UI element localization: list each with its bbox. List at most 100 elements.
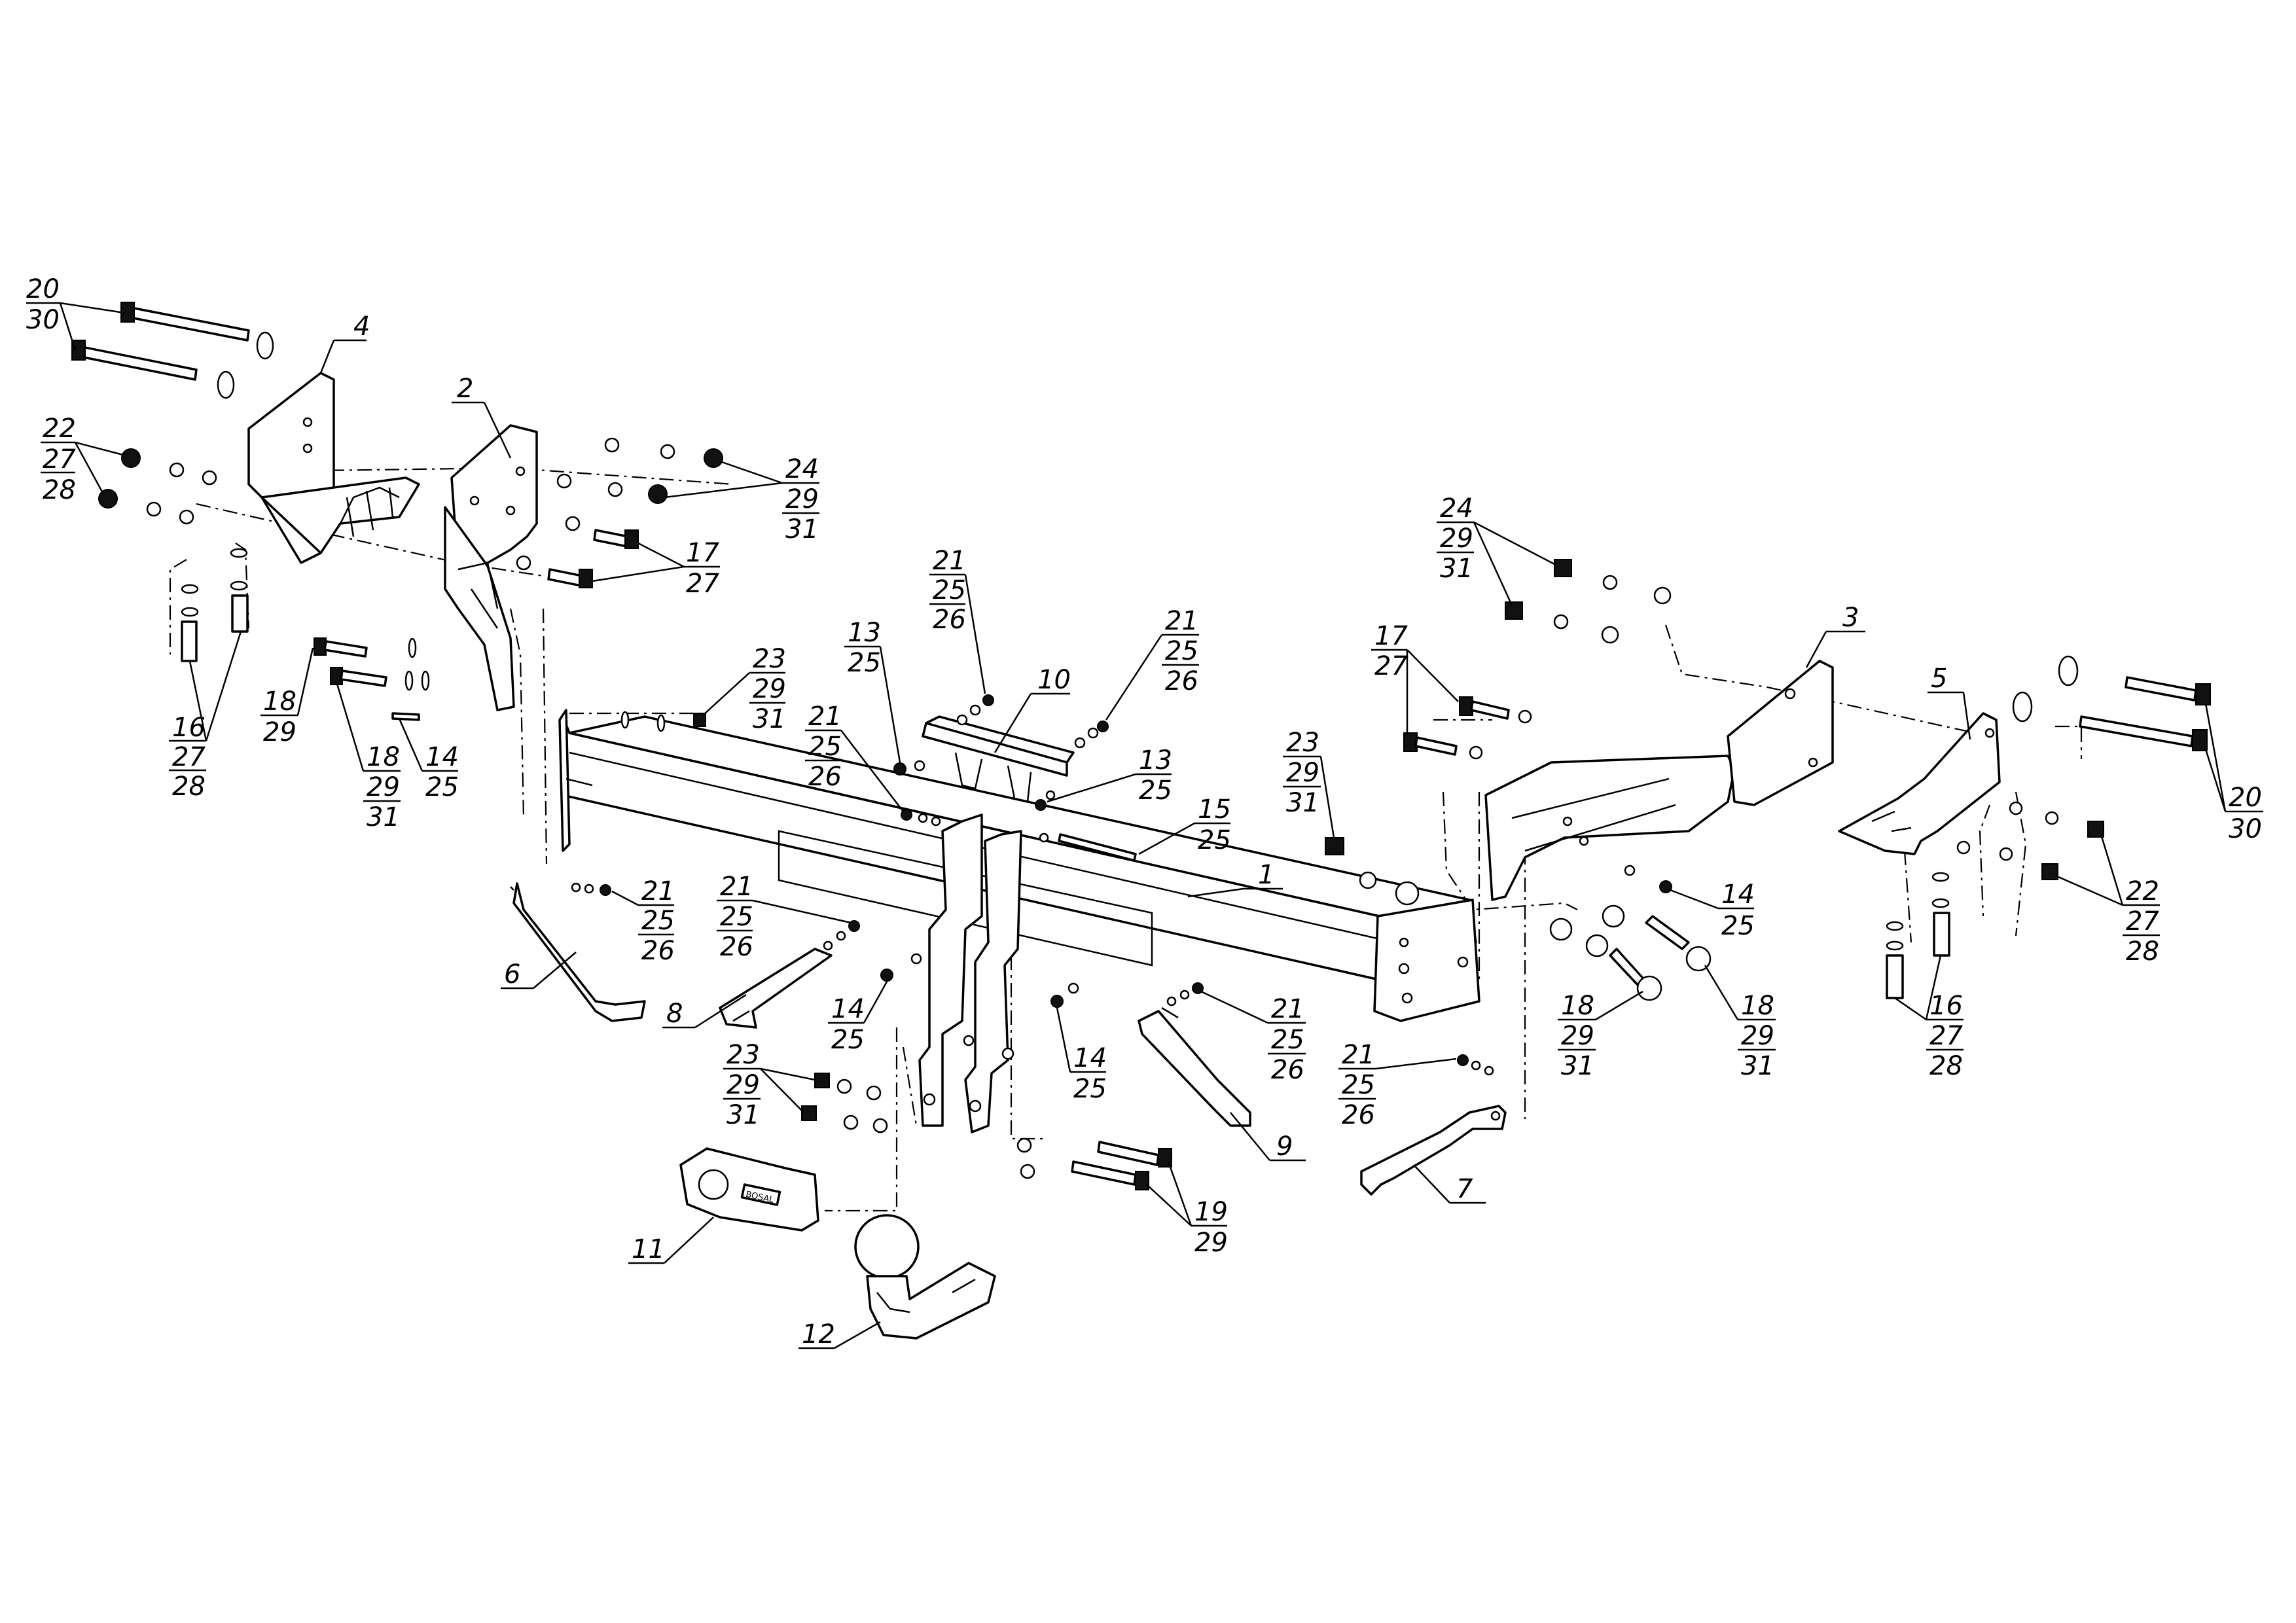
callout-label: 14 [1073,1043,1107,1073]
callout-label: 7 [1456,1174,1473,1204]
callout-label: 22 [43,414,76,444]
callout-7: 7 [1413,1164,1486,1204]
callout-label: 24 [785,454,819,484]
callout-label: 23 [726,1040,760,1070]
callout-label: 14 [1721,880,1755,910]
callout-20-30-right: 20 30 [2204,703,2263,844]
callout-label: 31 [753,704,786,734]
callout-label: 17 [1374,621,1408,651]
assembly-lines [169,467,2083,1212]
callout-label: 30 [2229,814,2262,844]
callout-24-29-31-left: 24 29 31 [664,454,819,544]
callout-label: 26 [720,932,753,962]
callout-label: 31 [785,514,819,544]
callout-label: 21 [1271,994,1304,1024]
callout-4: 4 [319,312,370,374]
callout-label: 21 [720,872,753,902]
callout-label: 25 [1198,825,1231,855]
callout-21-25-26-top: 21 25 26 [929,546,986,694]
callout-label: 31 [726,1100,760,1130]
callout-label: 27 [1374,651,1408,681]
callout-label: 18 [263,687,296,717]
callout-label: 25 [1271,1025,1304,1055]
callout-label: 25 [720,902,753,932]
hardware [71,302,2211,1190]
bracket-3-right [1484,660,1834,901]
callout-5: 5 [1928,664,1971,740]
callout-label: 28 [172,772,206,802]
callout-label: 4 [353,312,370,342]
callout-label: 29 [753,674,786,704]
callout-label: 22 [2126,876,2159,906]
callout-label: 28 [1929,1051,1963,1081]
callout-label: 27 [686,569,719,599]
callout-label: 23 [1286,728,1319,758]
bracket-9 [1138,1007,1251,1127]
callout-label: 18 [1561,991,1594,1021]
callout-label: 18 [367,742,400,772]
callout-label: 6 [504,959,520,990]
callout-23-29-31-right: 23 29 31 [1283,728,1335,838]
callout-label: 14 [425,742,459,772]
callout-14-25-left: 14 25 [398,718,459,802]
callout-22-27-28-right: 22 27 28 [2058,834,2160,967]
callout-label: 31 [1741,1051,1774,1081]
callout-label: 5 [1931,664,1947,694]
callout-15-25: 15 25 [1138,794,1231,855]
callout-6: 6 [501,952,577,990]
callout-24-29-31-right: 24 29 31 [1437,493,1555,606]
callout-label: 25 [425,772,459,802]
callout-17-27-left: 17 27 [592,538,720,599]
callout-21-25-26-mid: 21 25 26 [805,702,904,812]
connector-plate-10 [922,715,1075,803]
callout-label: 11 [632,1234,665,1264]
callout-label: 29 [1741,1021,1774,1051]
callout-label: 28 [43,475,76,505]
callout-label: 29 [1194,1228,1228,1258]
callout-21-25-26-top-right: 21 25 26 [1105,606,1199,721]
callout-label: 29 [1440,524,1473,554]
callout-label: 9 [1276,1132,1293,1162]
callout-label: 25 [1721,911,1755,941]
callout-label: 26 [1165,666,1198,696]
callout-label: 31 [1440,554,1473,584]
callout-14-25-mid: 14 25 [828,981,888,1055]
callout-18-29-31-right-a: 18 29 31 [1558,990,1643,1081]
callout-21-25-26-bracket9: 21 25 26 [1200,990,1306,1085]
callout-label: 20 [2229,783,2262,813]
callout-16-27-28-right: 16 27 28 [1894,955,1964,1081]
callout-label: 21 [641,876,675,906]
callout-label: 29 [263,717,296,747]
callout-17-27-right: 17 27 [1371,621,1459,734]
callout-label: 21 [808,702,842,732]
callout-label: 15 [1198,794,1231,825]
callout-label: 19 [1194,1197,1228,1227]
bracket-4-left [247,372,420,564]
callout-label: 26 [1271,1055,1304,1085]
callout-label: 25 [831,1025,865,1055]
callout-label: 27 [43,444,76,474]
callout-9: 9 [1230,1112,1306,1162]
callout-label: 12 [802,1319,835,1349]
callout-label: 26 [808,762,842,792]
callout-label: 1 [1258,860,1274,890]
callout-label: 29 [785,484,819,514]
callout-label: 29 [367,772,400,802]
bracket-7 [1360,1105,1507,1196]
callout-label: 2 [457,374,473,404]
callout-18-29-31-right-b: 18 29 31 [1704,965,1776,1081]
callout-label: 28 [2126,936,2159,967]
callout-label: 31 [367,802,400,832]
callout-label: 31 [1286,788,1319,818]
callout-label: 27 [2126,906,2159,936]
callout-label: 25 [1139,776,1172,806]
callout-label: 26 [1342,1100,1375,1130]
central-brackets [918,813,1022,1133]
callout-8: 8 [662,993,747,1029]
callout-label: 17 [686,538,719,568]
callout-14-25-lower: 14 25 [1056,1007,1107,1104]
callout-label: 23 [753,644,786,674]
callout-18-29-31-left: 18 29 31 [336,683,401,832]
callout-label: 21 [933,546,966,576]
callout-19-29: 19 29 [1146,1161,1228,1258]
